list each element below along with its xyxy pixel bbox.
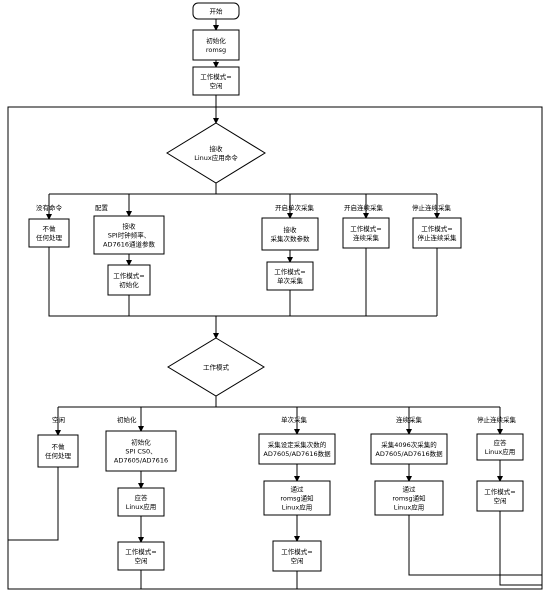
- node-text: 工作模式=: [200, 72, 231, 81]
- node-text: romsg: [206, 46, 226, 54]
- node-text: AD7605/AD7616数据: [263, 449, 331, 458]
- node-text: Linux应用: [485, 447, 516, 456]
- label-cmd-stop: 停止连续采集: [412, 203, 452, 212]
- node-text: 采集次数参数: [271, 234, 311, 243]
- node-text: romsg通知: [280, 493, 313, 502]
- node-mode-idle-3: 工作模式=空闲: [272, 540, 322, 572]
- node-mode-idle-4: 工作模式=空闲: [476, 480, 524, 512]
- node-text: 采集4096次采集的: [381, 440, 437, 449]
- node-text: Linux应用: [394, 502, 425, 511]
- connectors: [8, 19, 542, 589]
- connector-line: [48, 247, 437, 317]
- node-mode-cont-1: 工作模式=连续采集: [342, 217, 390, 249]
- node-text: 空闲: [291, 556, 304, 565]
- connector-line: [408, 515, 542, 576]
- node-text: 开始: [210, 6, 224, 15]
- connector-line: [499, 511, 542, 586]
- node-text: SPI CS0、: [125, 447, 156, 455]
- node-text: 不做: [43, 224, 57, 233]
- node-text: 通过: [291, 484, 305, 493]
- node-text: 空闲: [135, 556, 148, 565]
- nodes: 开始初始化romsg工作模式=空闲接收Linux应用命令不做任何处理接收SPI时…: [28, 2, 524, 572]
- label-cmd-single: 开启单次采集: [275, 203, 315, 212]
- node-text: SPI时钟频率、: [108, 230, 150, 239]
- node-text: 工作模式=: [350, 224, 381, 233]
- node-text: 连续采集: [353, 233, 380, 242]
- node-text: 任何处理: [45, 451, 72, 460]
- node-text: 接收: [284, 225, 298, 234]
- node-mode-idle-2: 工作模式=空闲: [117, 541, 165, 571]
- label-cmd-cont: 开启连续采集: [344, 203, 384, 212]
- node-text: 停止连续采集: [418, 233, 458, 242]
- label-mode-single: 单次采集: [281, 415, 308, 424]
- node-text: 应答: [494, 438, 508, 447]
- node-mode-idle-top: 工作模式=空闲: [192, 66, 240, 96]
- node-text: 不做: [52, 442, 66, 451]
- node-text: 采集设定采集次数的: [268, 440, 327, 449]
- label-mode-init: 初始化: [117, 415, 137, 424]
- label-mode-idle: 空闲: [52, 415, 65, 424]
- node-text: 接收: [210, 144, 224, 153]
- node-text: romsg通知: [392, 493, 425, 502]
- node-text: AD7616通道参数: [103, 239, 155, 248]
- node-text: 工作模式=: [484, 487, 515, 496]
- node-text: Linux应用: [126, 502, 157, 511]
- node-text: 初始化: [131, 437, 151, 446]
- node-text: 工作模式=: [274, 267, 305, 276]
- node-mode-stop-1: 工作模式=停止连续采集: [412, 217, 462, 249]
- node-mode-init-1: 工作模式=初始化: [107, 264, 151, 296]
- node-text: 任何处理: [36, 233, 63, 242]
- node-text: 初始化: [119, 280, 139, 289]
- label-cmd-invalid: 没有命令: [36, 203, 63, 212]
- node-start: 开始: [192, 2, 240, 20]
- node-text: 工作模式=: [125, 547, 156, 556]
- node-text: 单次采集: [277, 276, 304, 285]
- node-text: 工作模式=: [113, 271, 144, 280]
- node-text: 工作模式=: [281, 547, 312, 556]
- node-text: 接收: [123, 221, 137, 230]
- label-mode-cont: 连续采集: [396, 415, 423, 424]
- node-text: 空闲: [494, 496, 507, 505]
- node-text: 通过: [403, 484, 417, 493]
- node-mode-single-1: 工作模式=单次采集: [266, 261, 314, 291]
- label-cmd-config: 配置: [95, 204, 109, 212]
- node-text: 应答: [135, 493, 149, 502]
- node-work-mode: 工作模式: [167, 337, 265, 397]
- node-text: AD7605/AD7616: [114, 456, 168, 464]
- node-text: Linux应用命令: [194, 153, 238, 162]
- connector-line: [8, 467, 59, 541]
- node-text: 工作模式: [203, 362, 230, 371]
- node-text: AD7605/AD7616数据: [375, 449, 443, 458]
- node-text: Linux应用: [282, 502, 313, 511]
- node-text: 空闲: [210, 81, 223, 90]
- label-mode-stop: 停止连续采集: [477, 415, 517, 424]
- node-text: 工作模式=: [421, 224, 452, 233]
- outer-frame: [7, 106, 543, 590]
- node-text: 初始化: [206, 36, 226, 45]
